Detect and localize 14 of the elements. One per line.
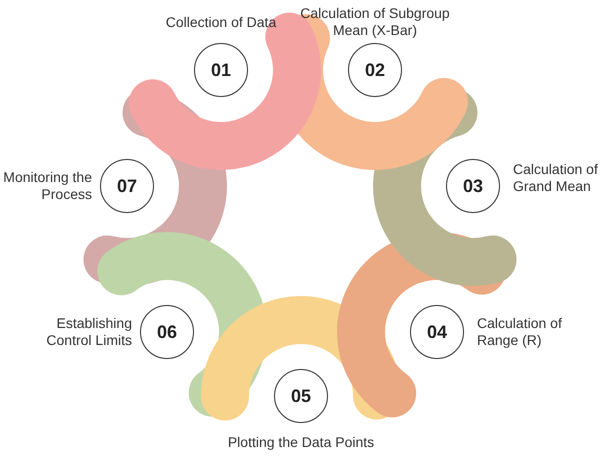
step-label: Collection of Data	[164, 14, 278, 31]
step-label: Establishing Control Limits	[45, 315, 132, 349]
step-label: Calculation of Range (R)	[477, 315, 563, 349]
step-label: Plotting the Data Points	[226, 434, 376, 451]
step-label: Calculation of Grand Mean	[513, 161, 598, 195]
step-circle: 07	[100, 159, 154, 213]
step-label: Calculation of Subgroup Mean (X-Bar)	[299, 5, 451, 39]
step-circle: 03	[446, 159, 500, 213]
step-circle: 06	[140, 305, 194, 359]
step-circle: 04	[410, 305, 464, 359]
step-label: Monitoring the Process	[2, 169, 92, 203]
step-circle: 05	[274, 369, 328, 423]
step-circle: 02	[348, 43, 402, 97]
step-circle: 01	[194, 43, 248, 97]
